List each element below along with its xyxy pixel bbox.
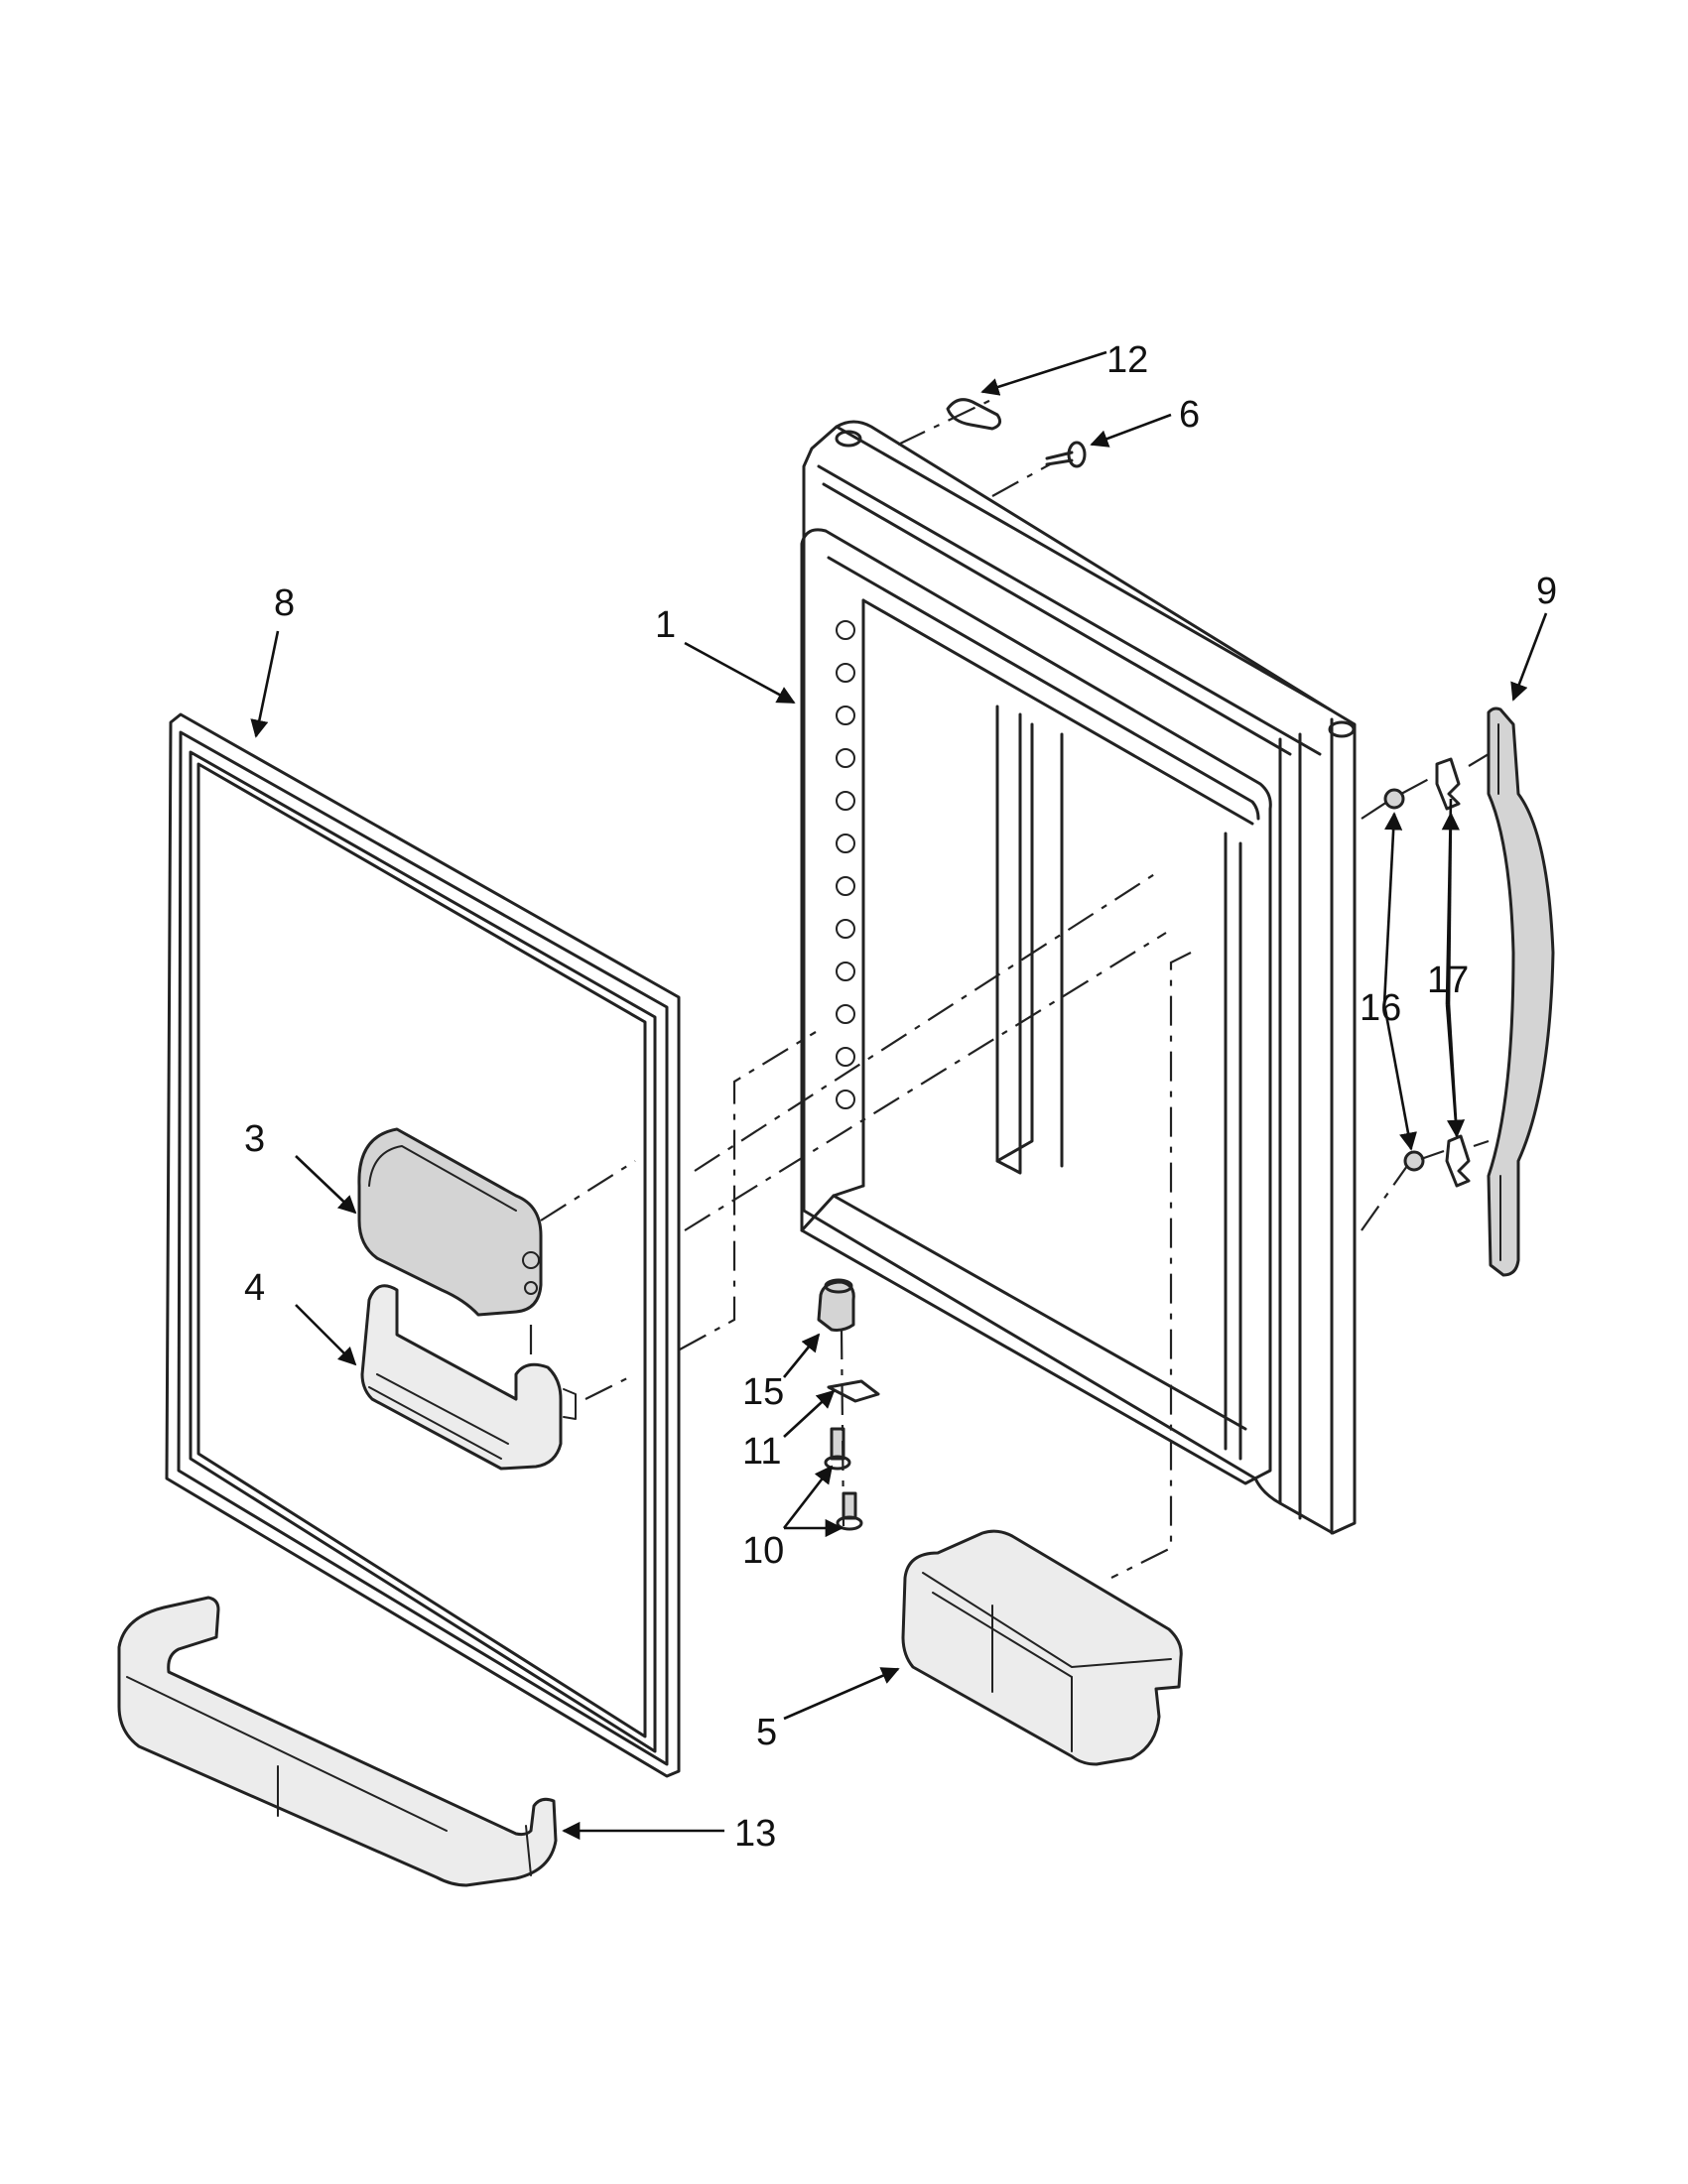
door-handle-part [1487,707,1555,1277]
dispenser-cover-part [357,1127,543,1317]
callout-4: 4 [244,1267,265,1309]
callout-11: 11 [742,1431,781,1473]
callout-12: 12 [1106,339,1148,381]
door-frame-part [800,420,1357,1535]
shelf-bosses [836,620,855,1109]
hinge-cap-part [946,398,1002,431]
dispenser-bin-part [360,1284,577,1471]
callout-9: 9 [1536,571,1557,612]
hinge-pin-part [817,1278,855,1332]
door-gasket-part [165,712,681,1778]
callout-6: 6 [1179,394,1200,436]
handle-plug-top-part [1383,788,1405,810]
hardware-parts [817,398,1471,1531]
hinge-screw-part [1045,441,1087,468]
callout-leaders [250,350,1548,1841]
callout-10: 10 [742,1530,784,1572]
handle-plug-bottom-part [1403,1150,1425,1172]
callout-13: 13 [734,1813,776,1855]
door-bin-part [901,1529,1183,1766]
callout-15: 15 [742,1371,784,1413]
callout-5: 5 [756,1712,777,1753]
callout-3: 3 [244,1118,265,1160]
hinge-bracket-part [827,1379,880,1403]
callout-17: 17 [1427,960,1469,1001]
callout-1: 1 [655,604,676,646]
door-rail-part [117,1596,558,1887]
callout-labels: 12 6 1 8 9 16 17 3 4 15 11 10 5 13 [244,339,1557,1855]
handle-clip-top-part [1435,757,1461,811]
callout-16: 16 [1360,987,1401,1029]
handle-clip-bottom-part [1445,1134,1471,1188]
assembly-lines [529,396,1490,1579]
callout-8: 8 [274,582,295,624]
